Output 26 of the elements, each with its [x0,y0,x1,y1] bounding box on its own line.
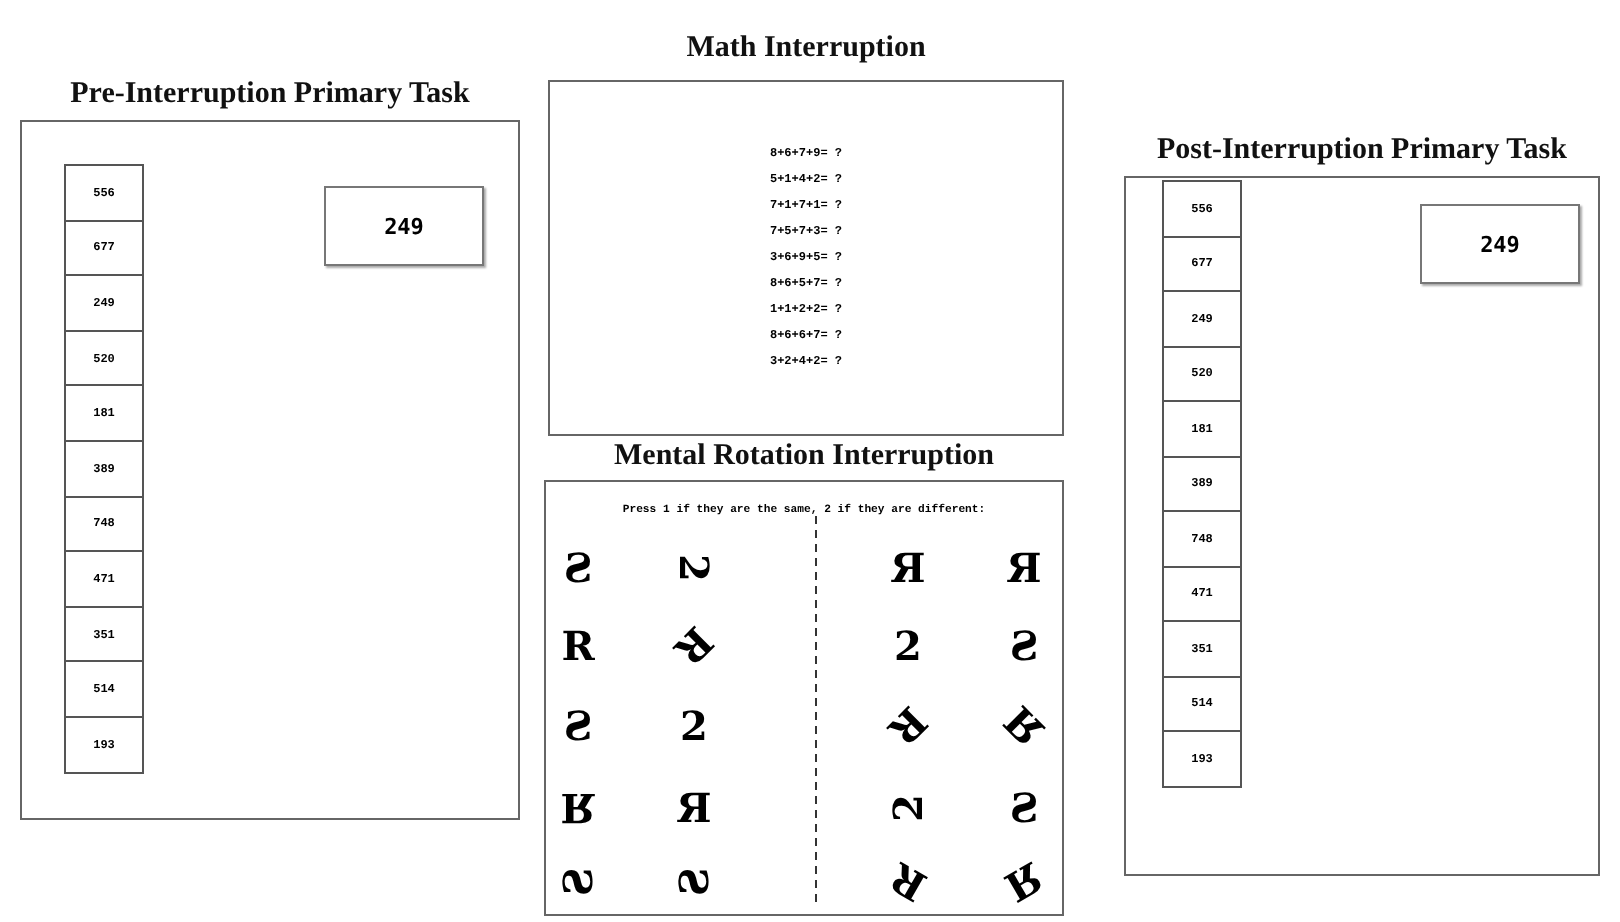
rotated-character: Я [994,853,1054,911]
rotated-character: R [879,853,937,911]
rotated-character: Я [674,788,714,828]
rotated-character: 2 [888,792,928,826]
rotated-character: 2 [892,626,924,666]
rotated-character: 2 [678,706,710,746]
display-box: 249 [324,186,484,266]
rotated-character: Ƨ [1007,626,1041,666]
panel-title: Post-Interruption Primary Task [1154,134,1569,168]
rotated-character: Ƨ [1007,788,1041,828]
rotated-character: Ƨ [674,865,714,901]
rotated-character: Я [1004,548,1044,588]
rotated-character: R [559,626,597,666]
rotated-character: Я [888,548,928,588]
panel-title: Mental Rotation Interruption [612,440,996,474]
rotated-character: Ƨ [561,706,595,746]
rotated-character: R [878,696,938,756]
rotated-character: Я [558,788,598,828]
rotated-character: Ƨ [558,865,598,901]
rotated-character: Ƨ [561,548,595,588]
display-box: 249 [1420,204,1580,284]
rotated-character: Я [994,696,1054,756]
panel-title: Pre-Interruption Primary Task [68,78,472,112]
rotated-character: R [664,616,724,676]
rotated-character: 2 [674,552,714,586]
panel-title: Math Interruption [684,32,928,66]
